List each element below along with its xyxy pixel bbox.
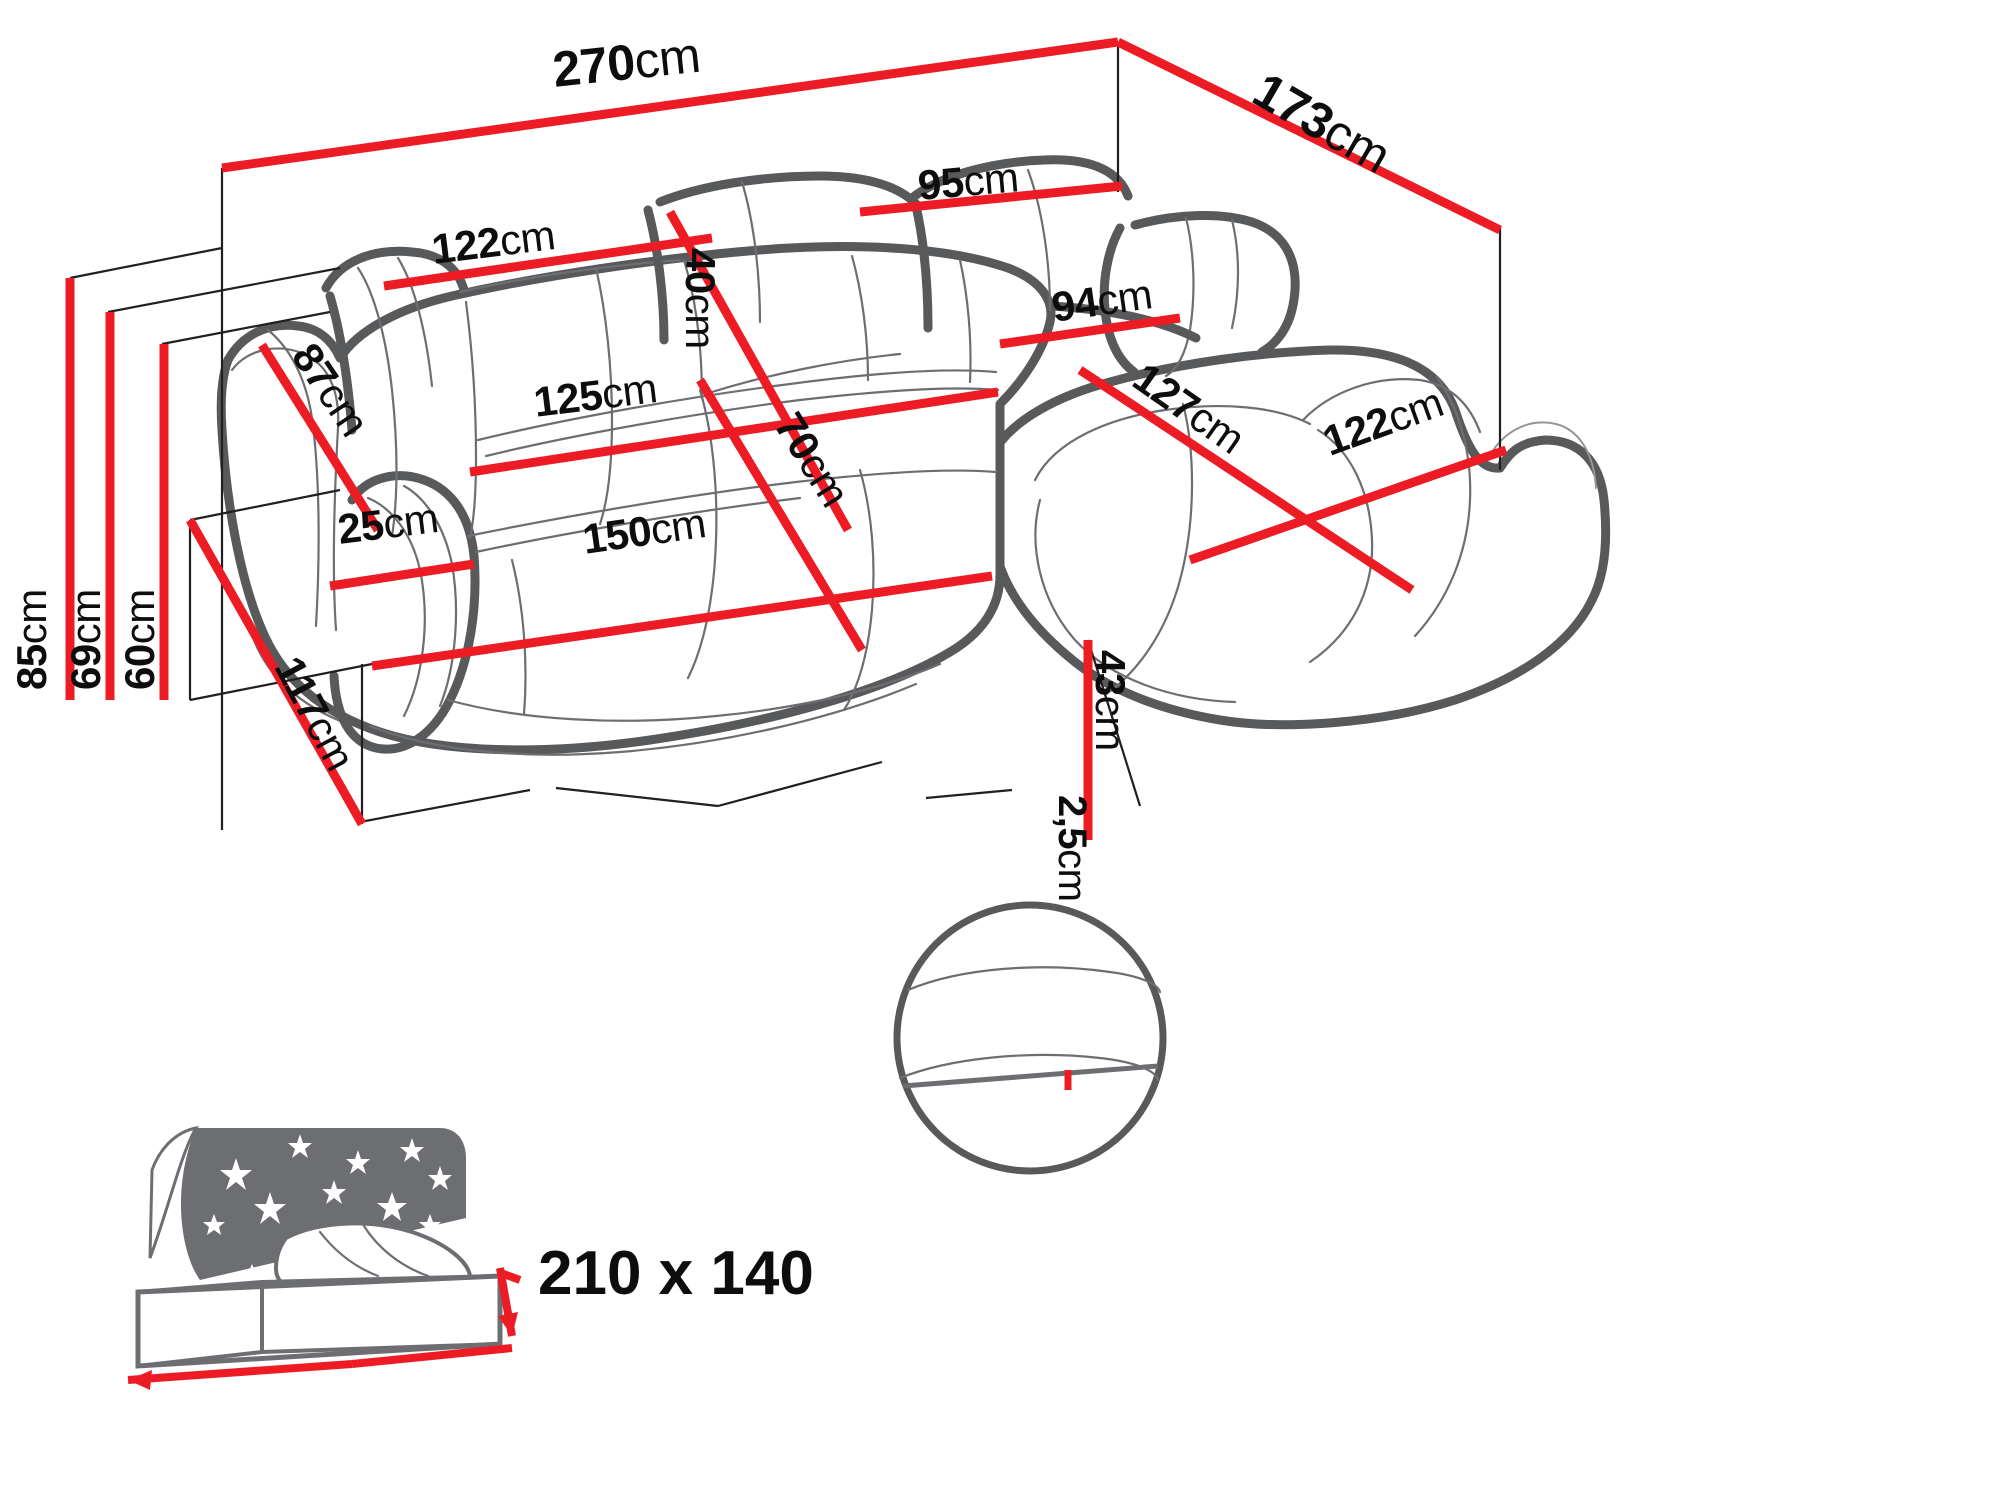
- dimline-127: [1077, 366, 1415, 594]
- dimline-173: [1116, 37, 1502, 235]
- dimline-150: [371, 571, 993, 671]
- blanket-fold: [148, 1125, 199, 1259]
- dimline-270: [221, 37, 1119, 173]
- sofa-illustration: [216, 155, 1611, 756]
- dim-label-height-backrest-top: 69cm: [62, 589, 109, 690]
- dimline-122-left: [383, 233, 713, 291]
- dimline-40: [666, 209, 852, 533]
- dimline-94: [999, 313, 1181, 349]
- dim-label-mattress-thickness: 2,5cm: [1050, 795, 1094, 902]
- dimline-122-right: [1188, 445, 1508, 565]
- sleeping-area-icon: [127, 1125, 522, 1390]
- dimension-lines-red: [65, 37, 1508, 840]
- extension-lines: [68, 42, 1502, 830]
- detail-callout-circle: [893, 901, 1167, 1175]
- sleeping-area-label: 210 x 140: [538, 1239, 814, 1308]
- dim-label-height-total: 85cm: [8, 589, 55, 690]
- dimline-87: [258, 342, 382, 533]
- dim-label-seat-height: 43cm: [1087, 650, 1134, 751]
- dimline-70: [696, 377, 866, 653]
- dimline-117: [186, 517, 366, 827]
- dimline-25: [329, 559, 475, 591]
- dim-label-height-armrest-top: 60cm: [116, 589, 163, 690]
- dimline-95: [859, 181, 1123, 217]
- dim-label-corner-seat-width: 95cm: [915, 153, 1021, 209]
- dim-label-backrest-height: 40cm: [677, 248, 724, 349]
- blanket-panel: [180, 1128, 466, 1280]
